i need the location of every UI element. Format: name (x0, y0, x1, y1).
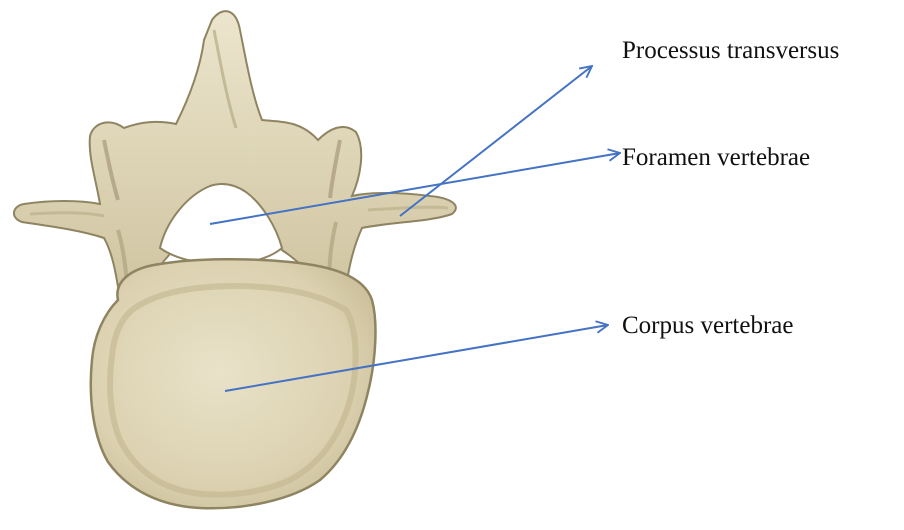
label-corpus-vertebrae: Corpus vertebrae (622, 313, 793, 338)
leader-line-transversus (400, 66, 592, 216)
vertebral-body (91, 259, 376, 508)
label-processus-transversus: Processus transversus (622, 38, 839, 63)
label-foramen-vertebrae: Foramen vertebrae (622, 145, 810, 170)
